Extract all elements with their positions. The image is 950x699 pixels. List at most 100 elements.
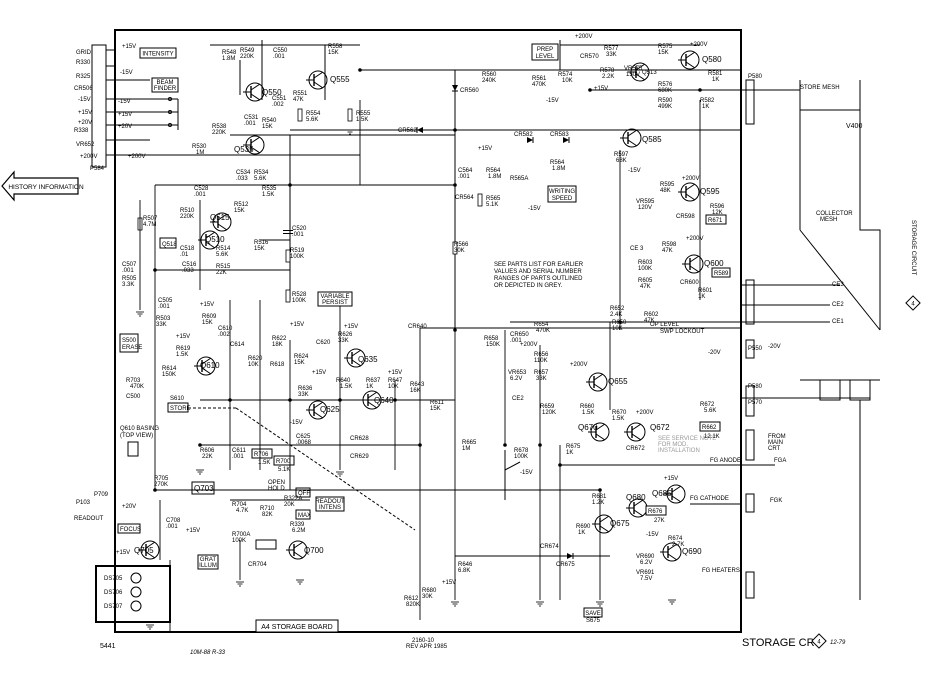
svg-text:4: 4 (911, 302, 915, 308)
v400-label: V400 (846, 123, 862, 130)
transistor-q555 (305, 70, 328, 90)
r703-ref: R705 (154, 476, 169, 482)
collector-mesh-l2: MESH (820, 217, 837, 223)
from-main-l3: CRT (768, 446, 781, 452)
intensity-label: INTENSITY (142, 52, 173, 58)
c507-val: .001 (122, 268, 134, 274)
r598-ref: R598 (662, 242, 677, 248)
c505-ref: C505 (158, 298, 173, 304)
c531-ref: C531 (244, 115, 259, 121)
supply-m15v: -15V (118, 99, 131, 105)
q610-basing-l1: Q610 BASING (120, 426, 159, 432)
off-label: OFF (298, 491, 310, 497)
transistor-q550 (242, 82, 265, 102)
grat-illum-l1: GRAT (200, 557, 217, 563)
vr690-ref: VR690 (636, 554, 655, 560)
r530-ref: R530 (192, 144, 207, 150)
c516-val: .033 (182, 268, 194, 274)
r603-ref: R603 (638, 260, 653, 266)
r605-ref: R605 (638, 278, 653, 284)
vr575-val: 150V (626, 72, 640, 78)
c505-val: .001 (158, 304, 170, 310)
r597-ref: R597 (614, 152, 629, 158)
r512-val: 15K (234, 208, 245, 214)
q510-ref: Q510 (205, 235, 225, 244)
c507-ref: C507 (122, 262, 137, 268)
q640-ref: Q640 (374, 396, 394, 405)
max-label: MAX (298, 513, 311, 519)
board-outline (114, 29, 742, 633)
r678-ref: R681 (592, 494, 607, 500)
r700a-ref: R322A (284, 496, 302, 502)
variable-persist-box (317, 291, 353, 307)
r574-ref: R574 (558, 72, 573, 78)
r575-ref: R575 (658, 44, 673, 50)
sheet-title: STORAGE CRT (742, 637, 821, 649)
p103-label: P103 (76, 500, 91, 506)
transistor-q585 (619, 128, 642, 148)
r535-ref: R535 (262, 186, 277, 192)
left-pin-p15: +15V (78, 110, 92, 116)
r636-val: 1K (366, 384, 373, 390)
r598-val: 47K (662, 248, 673, 254)
r577-ref: R577 (604, 46, 619, 52)
q700-ref: Q700 (304, 546, 324, 555)
r656-ref: R657 (534, 370, 549, 376)
vr653-ref: VR653 (508, 370, 527, 376)
junction-dots (153, 68, 702, 492)
supply-p20v: +20V (118, 124, 132, 130)
r601-box (711, 267, 731, 278)
r624-val: 33K (338, 338, 349, 344)
history-label: HISTORY INFORMATION (8, 184, 84, 191)
erase-label: ERASE (122, 345, 142, 351)
q610-basing-sym (127, 441, 139, 457)
r505-ref: R505 (122, 276, 137, 282)
cr570-ref: CR570 (580, 54, 599, 60)
writing-speed-box (547, 185, 577, 203)
r646-val: 30K (422, 594, 433, 600)
r548-val: 1.8M (222, 56, 235, 62)
r558-val: 15K (328, 50, 339, 56)
r665-ref: R678 (514, 448, 529, 454)
c516-ref: C516 (182, 262, 197, 268)
transistor-q580 (677, 50, 700, 70)
c551-val: .002 (272, 102, 284, 108)
r507-val: 4.7M (143, 222, 156, 228)
supply-m15v-top: -15V (120, 70, 133, 76)
r596-ref: R596 (710, 204, 725, 210)
transistor-q690 (659, 542, 682, 562)
cr675-ref: CR675 (556, 562, 575, 568)
svg-text:OR DEPICTED IN GREY.: OR DEPICTED IN GREY. (494, 283, 563, 289)
supply-15v-r606: +15V (176, 334, 190, 340)
r650-ref: R602 (644, 312, 659, 318)
r700a-val: 20K (284, 502, 295, 508)
left-pin-p20: +20V (78, 120, 92, 126)
r500-ref: R703 (126, 378, 141, 384)
q680-ref: Q680 (626, 493, 646, 502)
q670-ref: Q670 (578, 423, 598, 432)
open-hold-l1: OPEN (268, 480, 285, 486)
transistor-q672 (623, 422, 646, 442)
r612-val: 15K (202, 320, 213, 326)
writing-speed-l1: WRITING (549, 189, 575, 195)
ce2-label: CE2 (512, 396, 524, 402)
r705-val: 100K (232, 538, 246, 544)
supply-m15v-prep: -15V (546, 98, 559, 104)
r549-ref: R549 (240, 48, 255, 54)
left-pin-p584: P584 (90, 166, 105, 172)
supply-m20v-right2: -20V (768, 344, 781, 350)
supply-m15v-q690: -15V (646, 532, 659, 538)
cr598-label: CR598 (676, 214, 695, 220)
r604-ref: R601 (698, 288, 713, 294)
p580-mid-label: P580 (748, 384, 763, 390)
r662-ref: R665 (462, 440, 477, 446)
fgk-label: FGK (770, 498, 782, 504)
focus-label: FOCUS (120, 527, 141, 533)
cr650-ref: CR650 (510, 332, 529, 338)
q515-ref: Q515 (210, 213, 230, 222)
right-connector (741, 79, 870, 599)
r561-ref: R561 (532, 76, 547, 82)
r528-ref: R528 (292, 292, 307, 298)
q655-ref: Q655 (608, 377, 628, 386)
supply-200v-left: +200V (128, 154, 146, 160)
